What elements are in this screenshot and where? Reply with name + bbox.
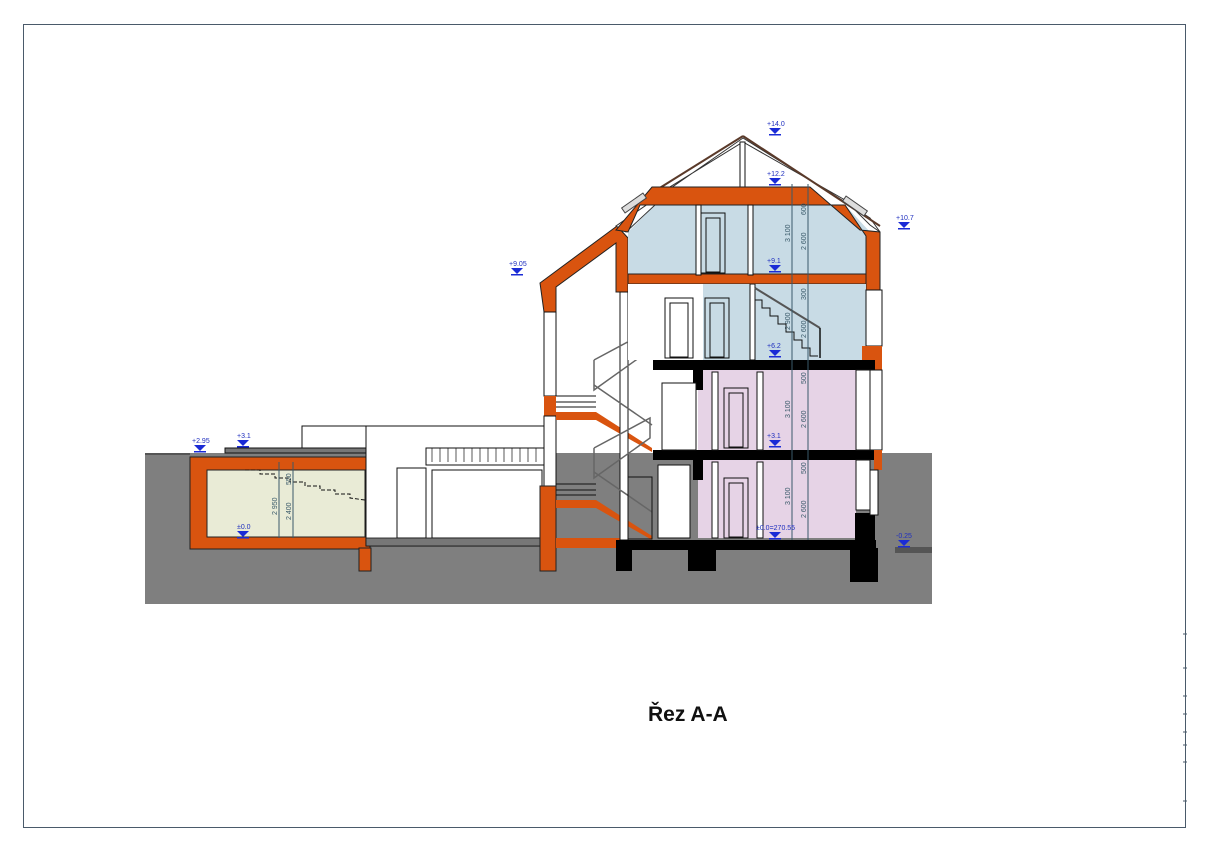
svg-text:500: 500 [801, 462, 808, 474]
level-marker-ground-floor: ±0.0=270.55 [756, 525, 795, 540]
dimension-lines [278, 184, 809, 540]
level-markers: +14.0 +12.2 +10.7 +9.05 +9.1 +6.2 +3.1 ±… [192, 121, 914, 548]
svg-text:2 900: 2 900 [785, 312, 792, 330]
level-marker-annex-terrace-left: +2.95 [192, 438, 210, 453]
svg-text:-0.25: -0.25 [896, 533, 912, 540]
lower-floors [616, 360, 883, 582]
attic-floor [615, 135, 881, 291]
svg-text:+3.1: +3.1 [767, 433, 781, 440]
svg-text:±0.0=270.55: ±0.0=270.55 [756, 525, 795, 532]
section-title: Řez A-A [648, 703, 728, 726]
level-marker-second-floor: +6.2 [767, 343, 781, 358]
svg-text:+9.05: +9.05 [509, 261, 527, 268]
svg-text:+2.95: +2.95 [192, 438, 210, 445]
svg-text:2 950: 2 950 [272, 497, 279, 515]
dimension-texts: 3 100 600 2 600 2 900 300 2 600 3 100 50… [272, 203, 808, 520]
svg-text:2 600: 2 600 [801, 500, 808, 518]
level-marker-ridge: +14.0 [767, 121, 785, 136]
level-marker-terrain-right: -0.25 [896, 533, 912, 548]
svg-text:±0.0: ±0.0 [237, 524, 251, 531]
svg-text:2 600: 2 600 [801, 410, 808, 428]
level-marker-eaves-left: +9.05 [509, 261, 527, 276]
svg-text:500: 500 [801, 372, 808, 384]
main-house-left-walls [539, 225, 653, 572]
svg-text:+10.7: +10.7 [896, 215, 914, 222]
connector-structure [365, 425, 545, 547]
svg-text:3 100: 3 100 [785, 487, 792, 505]
svg-text:+9.1: +9.1 [767, 258, 781, 265]
svg-text:+6.2: +6.2 [767, 343, 781, 350]
level-marker-annex-floor: ±0.0 [237, 524, 251, 539]
drawing-sheet-border [23, 24, 1186, 828]
margin-ruler [1183, 633, 1187, 802]
svg-text:3 100: 3 100 [785, 224, 792, 242]
svg-text:2 600: 2 600 [801, 232, 808, 250]
svg-text:3 100: 3 100 [785, 400, 792, 418]
svg-text:2 600: 2 600 [801, 320, 808, 338]
basement-annex [189, 425, 372, 572]
svg-text:550: 550 [286, 473, 293, 485]
svg-text:2 400: 2 400 [286, 502, 293, 520]
svg-text:+12.2: +12.2 [767, 171, 785, 178]
level-marker-attic-floor: +9.1 [767, 258, 781, 273]
svg-text:+14.0: +14.0 [767, 121, 785, 128]
svg-text:+3.1: +3.1 [237, 433, 251, 440]
level-marker-first-floor: +3.1 [767, 433, 781, 448]
svg-text:300: 300 [801, 288, 808, 300]
svg-text:600: 600 [801, 203, 808, 215]
level-marker-eaves-right: +10.7 [896, 215, 914, 230]
level-marker-annex-terrace: +3.1 [237, 433, 251, 448]
level-marker-attic-ceiling: +12.2 [767, 171, 785, 186]
